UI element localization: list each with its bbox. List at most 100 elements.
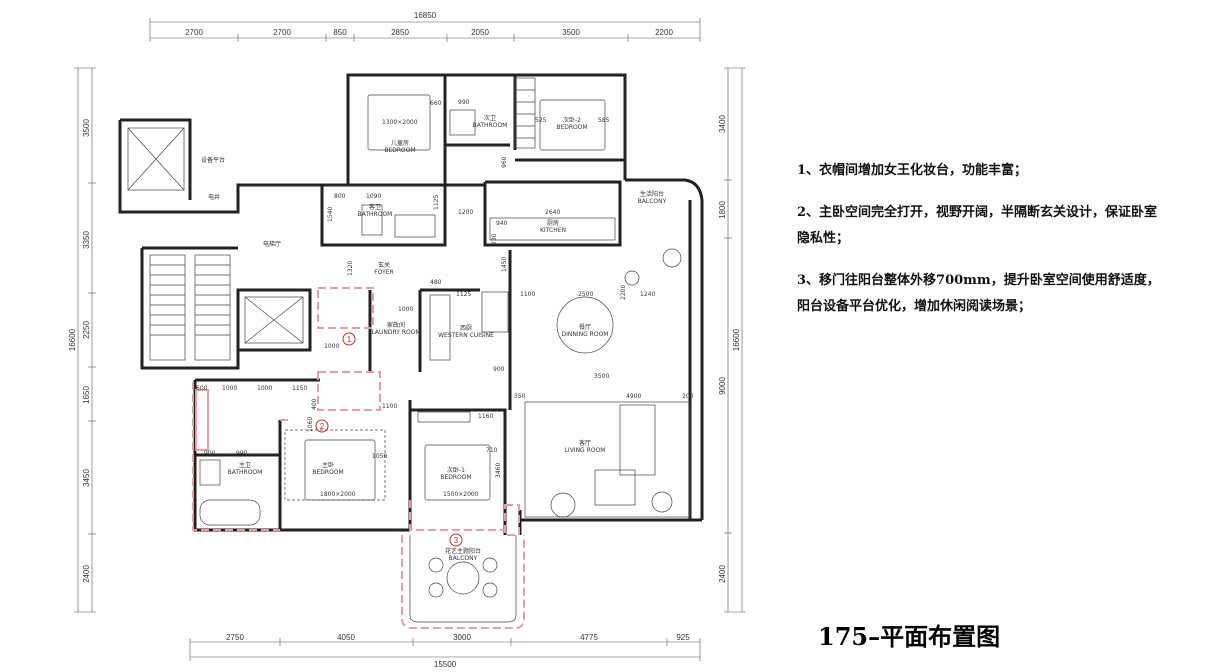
inner-dim-11: 480: [430, 279, 442, 286]
dim-top-2: 850: [333, 28, 347, 37]
markup-areas: [192, 287, 525, 629]
dim-left-3: 1650: [82, 386, 91, 404]
inner-dim-20: 3500: [594, 373, 609, 380]
dim-left-5: 2400: [82, 565, 91, 583]
inner-dim-36: 1800×2000: [320, 491, 356, 498]
dim-top-0: 2700: [185, 28, 203, 37]
inner-dim-35: 1450: [501, 257, 508, 272]
label-kitchen-en: KITCHEN: [540, 227, 566, 234]
floor-plan: 16850 2700 2700 850 2850 2050 3500 2200 …: [68, 11, 746, 669]
markers: 1 2 3: [315, 332, 463, 547]
inner-dim-37: 1500×2000: [443, 491, 479, 498]
label-living-en: LIVING ROOM: [565, 447, 606, 454]
inner-dim-28: 1160: [478, 413, 493, 420]
label-guest-bath-cn: 客卫: [369, 203, 381, 211]
inner-dim-39: 230: [491, 233, 498, 245]
label-bedroom1-en: BEDROOM: [440, 474, 471, 481]
design-notes: 1、衣帽间增加女王化妆台，功能丰富； 2、主卧空间完全打开，视野开阔，半隔断玄关…: [797, 158, 1167, 336]
inner-dim-9: 940: [496, 220, 508, 227]
inner-dim-1: 990: [458, 99, 470, 106]
dim-left-4: 3450: [82, 469, 91, 487]
dim-bottom-1: 4050: [337, 633, 355, 642]
note-3: 3、移门往阳台整体外移700mm，提升卧室空间使用舒适度，阳台设备平台优化，增加…: [797, 273, 1160, 314]
inner-dim-24: 1000: [222, 385, 237, 392]
inner-dim-4: 960: [501, 156, 508, 168]
label-master-bed-cn: 主卧: [322, 461, 334, 469]
inner-dim-26: 1150: [292, 385, 307, 392]
label-guest-bath-en: BATHROOM: [358, 211, 393, 218]
inner-dim-32: 990: [236, 450, 248, 457]
marker-2-circle: [315, 419, 329, 433]
label-balcony-top-en: BALCONY: [638, 198, 667, 205]
label-guest-room-cn: 儿童房: [391, 139, 409, 147]
dim-top-4: 2050: [471, 28, 489, 37]
inner-dim-10: 1320: [347, 261, 354, 276]
dim-right-1: 1800: [718, 201, 727, 219]
inner-dim-19: 900: [493, 366, 505, 373]
dimension-labels: 16850 2700 2700 850 2850 2050 3500 2200 …: [68, 11, 741, 669]
dim-top-overall: 16850: [414, 11, 437, 20]
label-foyer-cn: 玄关: [378, 261, 390, 269]
inner-dim-15: 1240: [640, 291, 655, 298]
inner-dim-38: 1300×2000: [382, 119, 418, 126]
inner-dim-13: 1100: [520, 291, 535, 298]
dim-top-1: 2700: [273, 28, 291, 37]
dim-right-overall: 16600: [732, 328, 741, 351]
inner-dim-34: 3460: [495, 463, 502, 478]
inner-dim-17: 1000: [398, 306, 413, 313]
inner-dim-29: 710: [486, 447, 498, 454]
inner-dim-3: 585: [598, 117, 610, 124]
marker-1-circle: [342, 332, 356, 346]
dim-bottom-2: 3000: [453, 633, 471, 642]
dim-bottom-0: 2750: [226, 633, 244, 642]
label-laundry-en: LAUNDRY ROOM: [371, 329, 420, 336]
inner-dim-42: 600: [196, 385, 208, 392]
label-bedroom2-cn: 次卧-2: [563, 116, 581, 124]
label-master-bed-en: BEDROOM: [312, 469, 343, 476]
inner-dim-6: 1125: [433, 195, 440, 210]
dim-bottom-overall: 15500: [434, 660, 457, 669]
dim-left-overall: 16600: [68, 328, 77, 351]
inner-dimensions: 660 990 525 585 960 1090 1125 1200 2640 …: [196, 99, 694, 498]
inner-dim-30: 1050: [372, 453, 387, 460]
label-guest-room-en: BEDROOM: [384, 147, 415, 154]
note-2: 2、主卧空间完全打开，视野开阔，半隔断玄关设计，保证卧室隐私性；: [797, 205, 1158, 246]
label-dining-cn: 餐厅: [579, 323, 591, 331]
inner-dim-12: 1125: [456, 291, 471, 298]
inner-dim-18: 1000: [324, 343, 339, 350]
inner-dim-14: 2500: [578, 291, 593, 298]
inner-dim-43: 400: [311, 398, 318, 410]
inner-dim-31: 900: [204, 450, 216, 457]
label-sub-bath-cn: 次卫: [484, 114, 496, 122]
label-balcony-bottom-cn: 花艺主题阳台: [445, 547, 481, 555]
inner-dim-7: 1200: [458, 209, 473, 216]
label-kitchen-cn: 厨房: [547, 219, 559, 227]
dim-left-1: 3350: [82, 231, 91, 249]
label-living-cn: 客厅: [579, 439, 591, 447]
label-elevator-hall: 电梯厅: [263, 240, 281, 248]
interior-lines: [127, 77, 691, 623]
label-bedroom2-en: BEDROOM: [556, 124, 587, 131]
dim-left-0: 3500: [82, 119, 91, 137]
label-equipment: 设备平台: [201, 156, 225, 164]
inner-dim-8: 2640: [545, 209, 560, 216]
dim-right-0: 3400: [718, 115, 727, 133]
inner-dim-27: 1100: [382, 403, 397, 410]
label-master-bath-cn: 主卫: [239, 461, 251, 469]
dim-top-3: 2850: [391, 28, 409, 37]
label-master-bath-en: BATHROOM: [228, 469, 263, 476]
label-western-en: WESTERN CUISINE: [438, 332, 494, 339]
markup-hatch: [195, 389, 209, 451]
inner-dim-41: 1540: [327, 207, 334, 222]
inner-dim-0: 660: [430, 100, 442, 107]
inner-dim-2: 525: [535, 117, 547, 124]
label-western-cn: 西厨: [460, 325, 472, 332]
note-1: 1、衣帽间增加女王化妆台，功能丰富；: [797, 163, 1028, 178]
dim-bottom-4: 925: [676, 633, 690, 642]
inner-dim-5: 1090: [366, 193, 381, 200]
label-sub-bath-en: BATHROOM: [473, 122, 508, 129]
marker-3-circle: [449, 533, 463, 547]
label-dining-en: DINNING ROOM: [562, 331, 609, 338]
room-labels: 儿童房 BEDROOM 次卫 BATHROOM 次卧-2 BEDROOM 厨房 …: [201, 114, 667, 562]
dim-top-6: 2200: [655, 28, 673, 37]
